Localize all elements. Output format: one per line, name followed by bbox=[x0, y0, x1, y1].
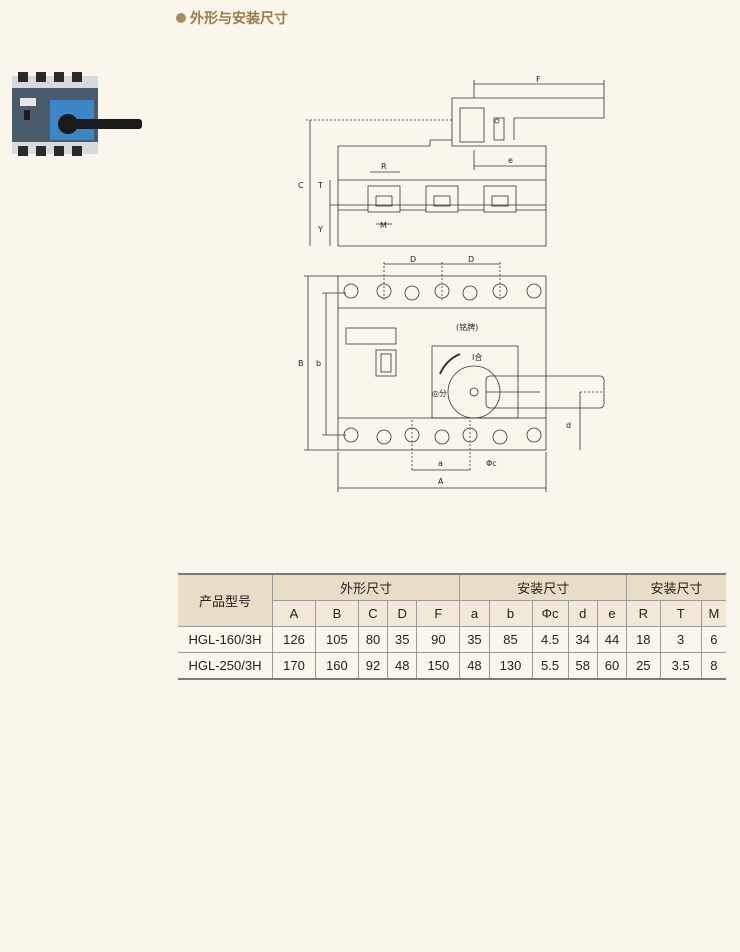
col-header: Φc bbox=[531, 600, 569, 627]
dim-label-T: T bbox=[317, 181, 323, 190]
product-photo bbox=[12, 72, 142, 156]
col-header: a bbox=[459, 600, 490, 627]
col-header: D bbox=[387, 600, 418, 627]
dim-label-b: b bbox=[316, 359, 321, 368]
dim-label-D2: D bbox=[468, 255, 474, 264]
dim-label-a: a bbox=[438, 459, 443, 468]
table-cell: 105 bbox=[314, 626, 359, 653]
dim-label-A: A bbox=[438, 477, 444, 486]
group-header-outline: 外形尺寸 bbox=[271, 573, 461, 601]
group-header-install-2: 安装尺寸 bbox=[626, 573, 726, 601]
col-header: F bbox=[416, 600, 461, 627]
table-cell: 18 bbox=[626, 626, 661, 653]
col-header: d bbox=[567, 600, 598, 627]
table-cell: 5.5 bbox=[531, 652, 569, 680]
col-header: e bbox=[596, 600, 628, 627]
model-cell: HGL-160/3H bbox=[178, 626, 273, 653]
table-cell: 80 bbox=[357, 626, 389, 653]
dim-label-C: C bbox=[298, 181, 304, 190]
table-cell: 35 bbox=[459, 626, 490, 653]
dim-label-D1: D bbox=[410, 255, 416, 264]
table-cell: 48 bbox=[459, 652, 490, 680]
table-cell: 3.5 bbox=[659, 652, 702, 680]
col-header: T bbox=[659, 600, 702, 627]
table-cell: 90 bbox=[416, 626, 461, 653]
table-row: HGL-160/3H 126 105 80 35 90 35 85 4.5 34… bbox=[178, 626, 726, 653]
on-label: Ⅰ合 bbox=[472, 352, 482, 362]
dim-label-d: d bbox=[566, 421, 571, 430]
dim-label-F: F bbox=[536, 75, 541, 84]
dim-label-e: e bbox=[508, 156, 513, 165]
table-row: HGL-250/3H 170 160 92 48 150 48 130 5.5 … bbox=[178, 652, 726, 680]
col-header: R bbox=[626, 600, 661, 627]
model-cell: HGL-250/3H bbox=[178, 652, 273, 680]
col-header: B bbox=[314, 600, 359, 627]
table-cell: 48 bbox=[387, 652, 418, 680]
col-header: b bbox=[488, 600, 533, 627]
table-cell: 34 bbox=[567, 626, 598, 653]
table-cell: 130 bbox=[488, 652, 533, 680]
dim-label-Y: Y bbox=[317, 225, 323, 234]
table-cell: 170 bbox=[272, 652, 316, 680]
section-title: 外形与安装尺寸 bbox=[176, 8, 288, 28]
table-cell: 85 bbox=[488, 626, 533, 653]
table-cell: 126 bbox=[272, 626, 316, 653]
table-cell: 6 bbox=[700, 626, 726, 653]
nameplate-label: (铭牌) bbox=[456, 322, 478, 332]
col-header: A bbox=[272, 600, 316, 627]
dim-label-R: R bbox=[381, 162, 387, 171]
bullet-dot-icon bbox=[176, 13, 186, 23]
table-cell: 150 bbox=[416, 652, 461, 680]
table-cell: 58 bbox=[567, 652, 598, 680]
table-cell: 35 bbox=[387, 626, 418, 653]
table-cell: 8 bbox=[700, 652, 726, 680]
spec-table: 产品型号 外形尺寸 安装尺寸 安装尺寸 A B C D F a b Φc d e… bbox=[178, 573, 726, 680]
col-header: C bbox=[357, 600, 389, 627]
dimension-drawing: F e R M C T Y D D B b d a A Φc (铭牌) Ⅰ合 ◎… bbox=[298, 75, 605, 492]
group-header-install: 安装尺寸 bbox=[459, 573, 628, 601]
off-label: ◎分 bbox=[432, 389, 447, 398]
table-cell: 92 bbox=[357, 652, 389, 680]
section-title-text: 外形与安装尺寸 bbox=[190, 11, 288, 27]
dim-label-phic: Φc bbox=[486, 459, 497, 468]
dim-label-M: M bbox=[380, 221, 387, 230]
dim-label-B: B bbox=[298, 359, 304, 368]
table-cell: 4.5 bbox=[531, 626, 569, 653]
model-header: 产品型号 bbox=[178, 573, 273, 627]
table-cell: 60 bbox=[596, 652, 628, 680]
table-cell: 44 bbox=[596, 626, 628, 653]
table-cell: 160 bbox=[314, 652, 359, 680]
table-cell: 25 bbox=[626, 652, 661, 680]
table-cell: 3 bbox=[659, 626, 702, 653]
col-header: M bbox=[700, 600, 726, 627]
